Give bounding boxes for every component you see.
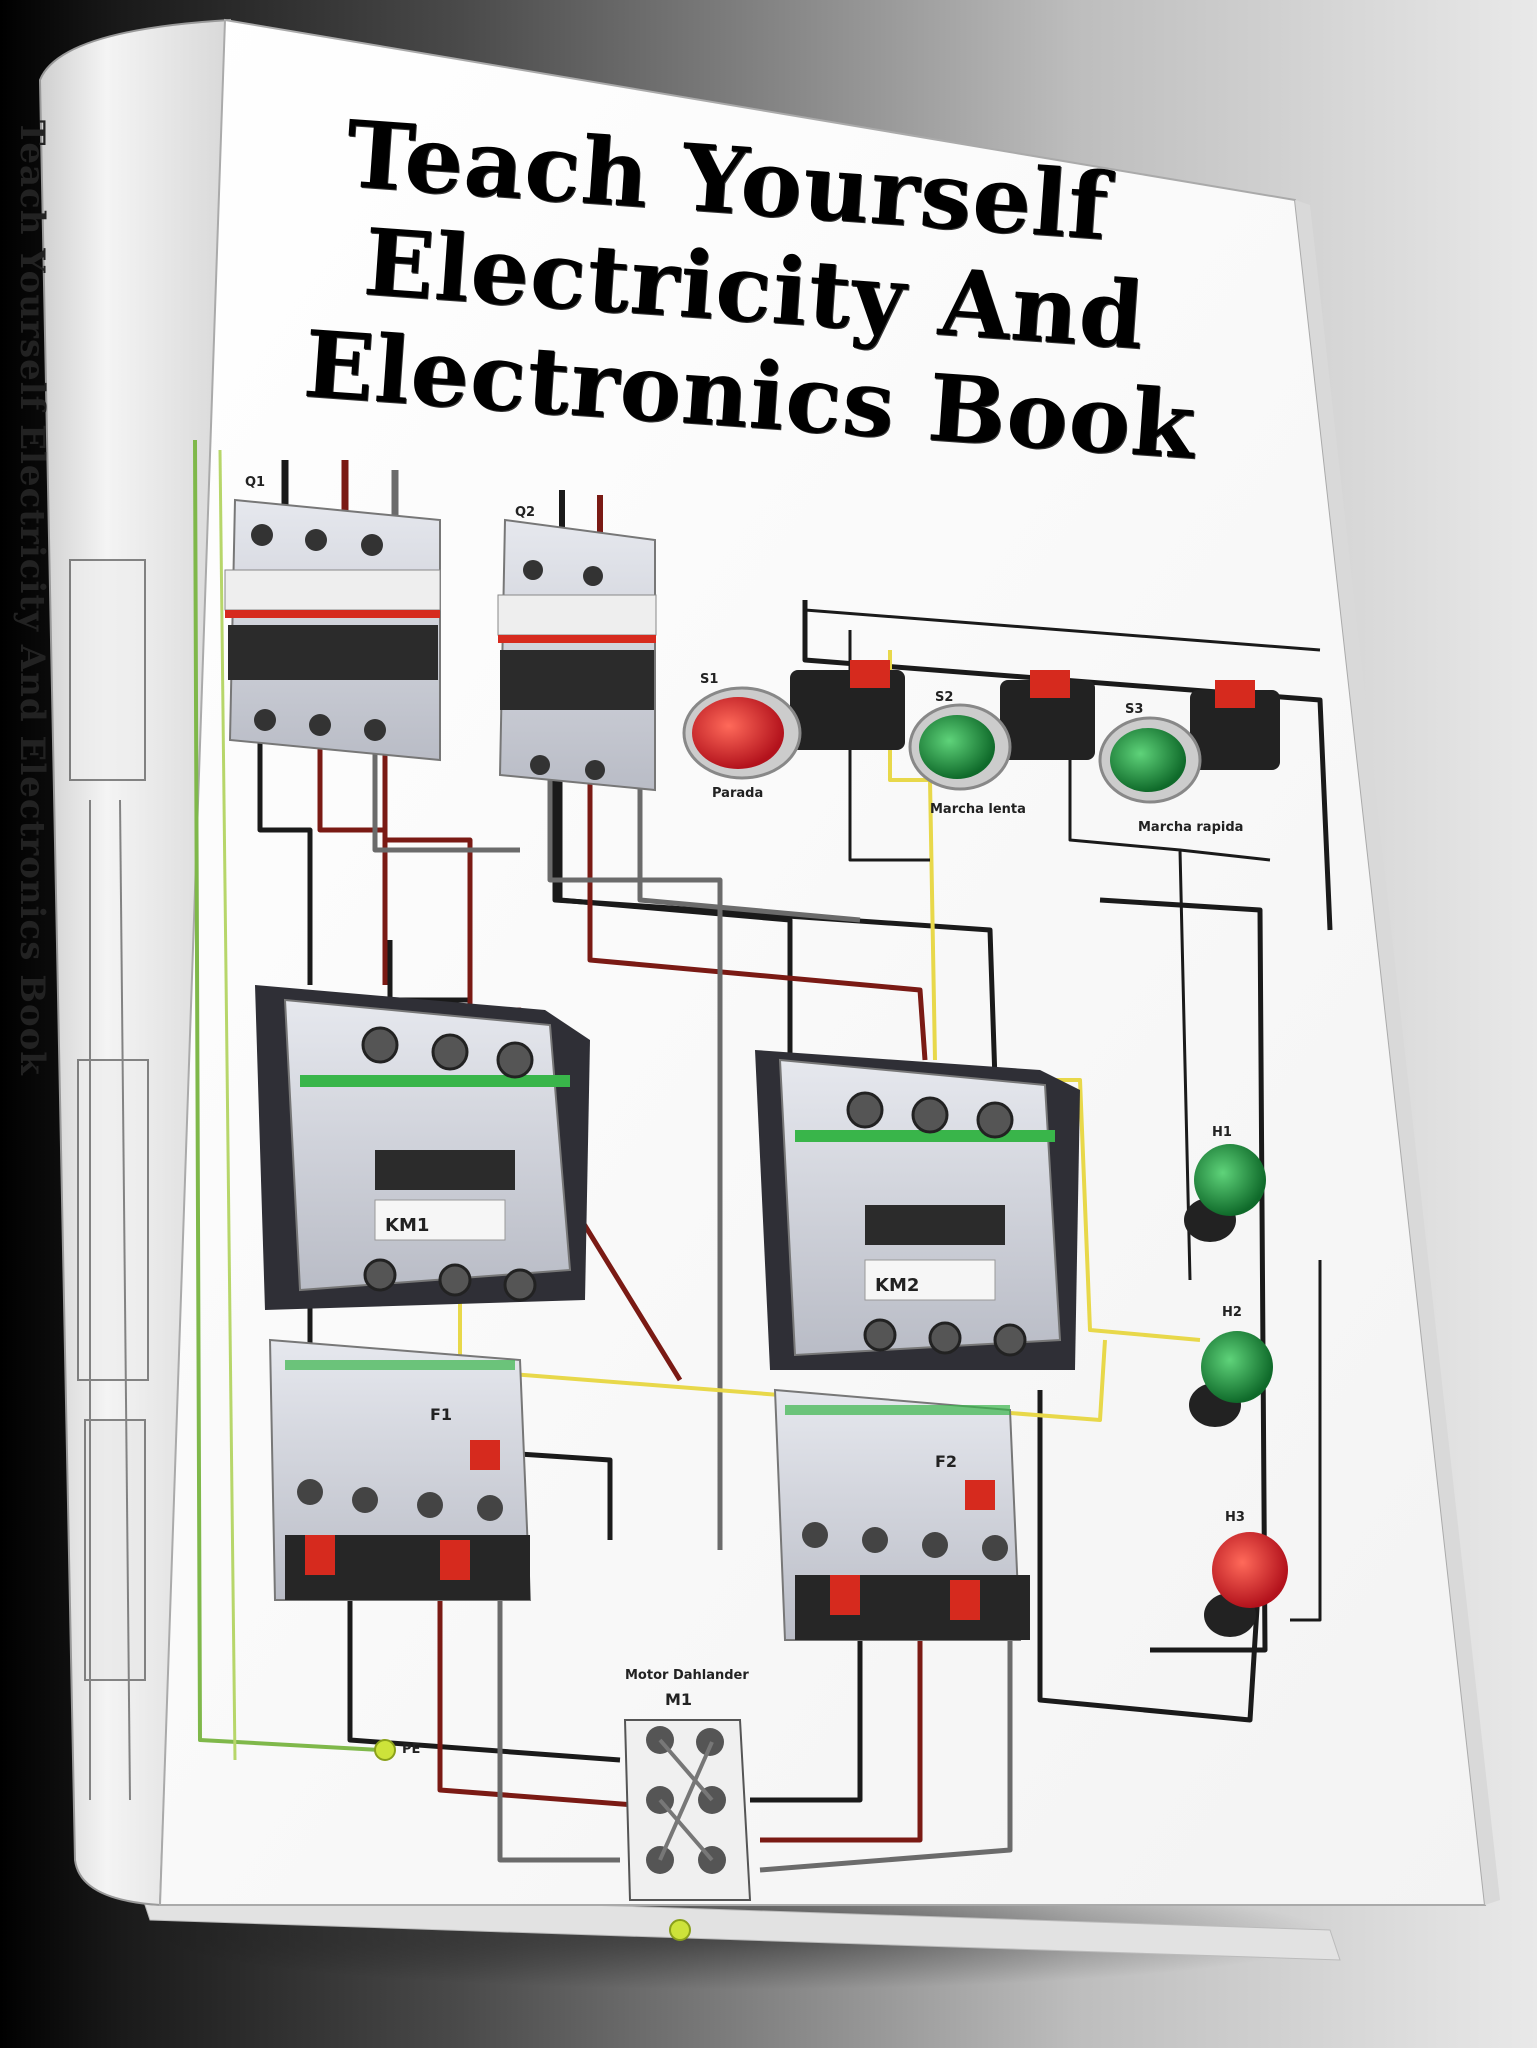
- circuit-breaker-q2: [497, 490, 657, 792]
- lamp-h3-label: H3: [1225, 1510, 1245, 1525]
- breaker-q2-label: Q2: [515, 505, 536, 520]
- relay-f2-label: F2: [935, 1452, 958, 1471]
- contactor-km1-label: KM1: [385, 1215, 430, 1236]
- button-fast-caption: Marcha rapida: [1138, 820, 1244, 835]
- motor-terminal-block: [623, 1719, 752, 1941]
- pilot-lamp-h1: [1184, 1144, 1266, 1242]
- ground-label: PE: [402, 1742, 421, 1757]
- button-slow-label: S2: [935, 690, 954, 705]
- overload-relay-f1: [268, 1338, 532, 1601]
- spine-title: Teach Yourself Electricity And Electroni…: [12, 120, 52, 1076]
- push-button-fast: [1098, 680, 1280, 804]
- circuit-breaker-q1: [224, 460, 441, 762]
- button-stop-caption: Parada: [712, 786, 764, 801]
- contactor-km2-label: KM2: [875, 1275, 920, 1296]
- contactor-km2: [755, 1050, 1080, 1370]
- push-button-slow: [908, 670, 1095, 791]
- pilot-lamp-h2: [1189, 1331, 1273, 1427]
- pilot-lamp-h3: [1204, 1532, 1288, 1637]
- lamp-h2-label: H2: [1222, 1305, 1242, 1320]
- contactor-km1: [255, 985, 590, 1310]
- motor-label: M1: [665, 1690, 693, 1709]
- button-fast-label: S3: [1125, 702, 1144, 717]
- breaker-q1-label: Q1: [245, 475, 266, 490]
- button-stop-label: S1: [700, 672, 719, 687]
- push-button-stop: [682, 660, 905, 780]
- book-pages: [139, 1889, 1341, 1961]
- spine-art: [69, 559, 149, 1801]
- ground-terminal: [374, 1739, 396, 1761]
- button-slow-caption: Marcha lenta: [930, 802, 1026, 817]
- lamp-h1-label: H1: [1212, 1125, 1232, 1140]
- relay-f1-label: F1: [430, 1405, 453, 1424]
- motor-caption: Motor Dahlander: [625, 1668, 749, 1683]
- overload-relay-f2: [773, 1388, 1030, 1641]
